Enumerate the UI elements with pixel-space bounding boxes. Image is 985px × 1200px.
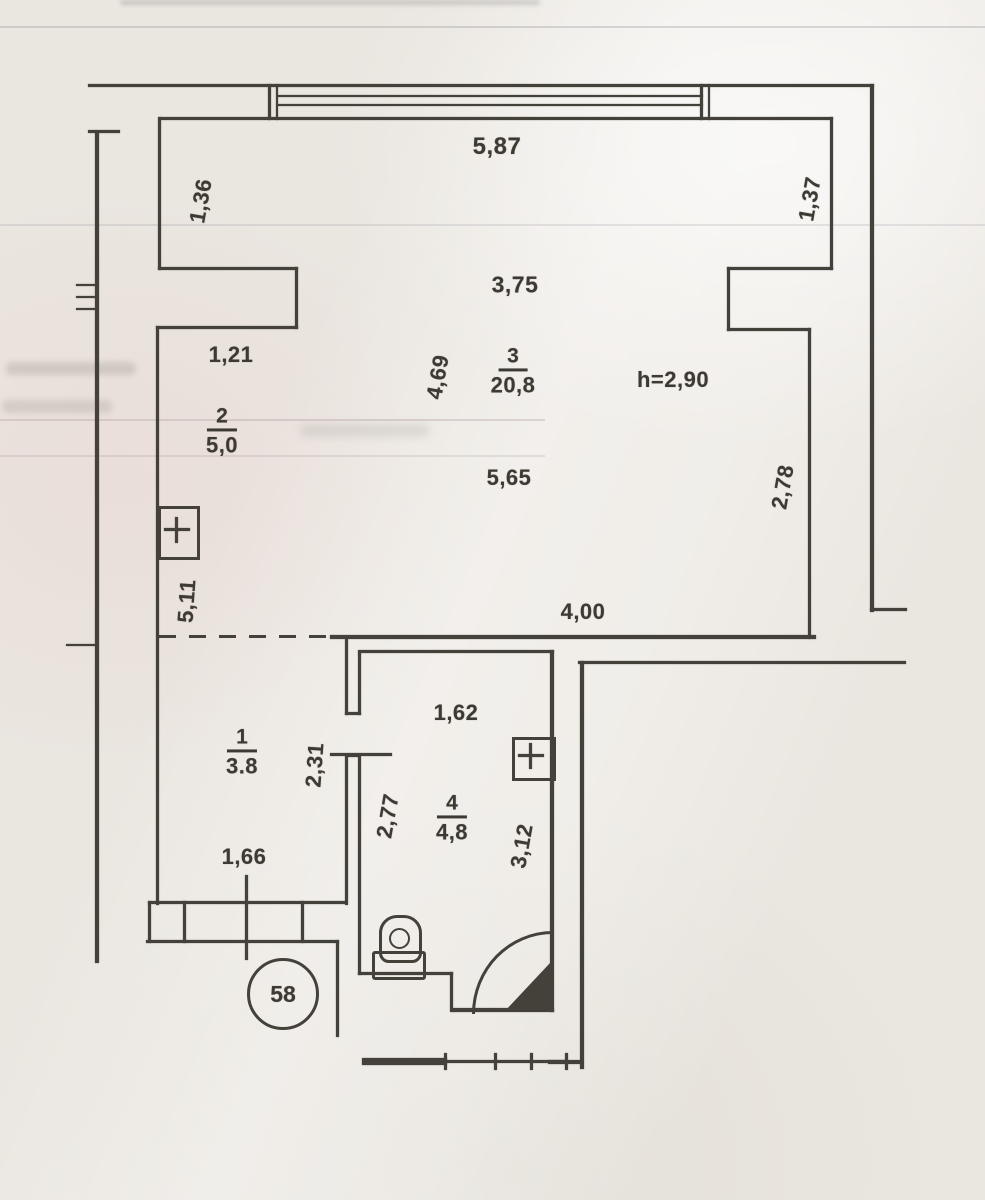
- entry-door-post: [301, 901, 304, 943]
- ceiling-height-label: h=2,90: [636, 367, 710, 392]
- wall-break-tick: [76, 284, 96, 286]
- room-3-area: 20,8: [490, 372, 536, 398]
- divider-wall: [345, 638, 348, 715]
- scan-streak: [0, 455, 545, 457]
- wall-top-outer: [88, 84, 874, 87]
- left-wall-hook: [88, 130, 120, 133]
- room4-right-wall: [550, 650, 554, 1012]
- room-4-area: 4,8: [435, 819, 469, 845]
- divider-wall: [358, 757, 361, 975]
- dimension-5-87: 5,87: [472, 133, 522, 160]
- ventilation-cross: [175, 517, 178, 543]
- window-post-left: [276, 84, 278, 120]
- room-1-number: 1: [227, 726, 257, 753]
- room-3-number: 3: [498, 345, 528, 372]
- balcony-window: [277, 104, 703, 106]
- balcony-step-right: [727, 267, 730, 331]
- dimension-1-37: 1,37: [793, 174, 826, 224]
- balcony-sill-left: [158, 267, 298, 270]
- room3-right-wall: [808, 328, 811, 639]
- scan-streak: [0, 419, 545, 421]
- dimension-1-66: 1,66: [221, 844, 267, 869]
- toilet-icon: [379, 915, 422, 963]
- room4-bottom-wall: [358, 972, 453, 975]
- toilet-icon: [372, 951, 426, 980]
- scan-streak: [0, 224, 985, 226]
- scan-smudge: [120, 0, 540, 5]
- entry-wall-connector: [148, 901, 151, 943]
- wall-break-tick: [76, 308, 96, 310]
- dimension-2-31: 2,31: [300, 741, 329, 789]
- room4-step-wall: [450, 972, 453, 1012]
- balcony-sill-right: [727, 267, 833, 270]
- dimension-1-36: 1,36: [184, 176, 217, 226]
- neighbor-top-wall: [578, 661, 906, 664]
- dimension-tick: [330, 753, 392, 756]
- stair-landing-edge: [362, 1058, 447, 1065]
- toilet-icon: [389, 928, 410, 949]
- door-jamb: [345, 712, 361, 715]
- room3-bottom-wall: [330, 635, 816, 639]
- balcony-step-left: [295, 267, 298, 329]
- entry-outer-wall: [146, 940, 339, 943]
- divider-wall: [358, 652, 361, 715]
- ventilation-shaft-icon: [158, 506, 200, 560]
- dimension-4-00: 4,00: [560, 599, 606, 624]
- ventilation-cross: [529, 743, 532, 769]
- dimension-2-77: 2,77: [371, 791, 404, 841]
- dashed-partition: [159, 635, 331, 638]
- balcony-right-wall: [830, 117, 833, 270]
- window-post-left: [268, 84, 271, 120]
- scan-streak: [0, 26, 985, 28]
- landing-wall: [336, 940, 339, 1037]
- dimension-1-62: 1,62: [433, 700, 479, 725]
- dimension-2-78: 2,78: [766, 462, 799, 512]
- apartment-number-badge: 58: [247, 958, 319, 1030]
- apartment-number: 58: [270, 980, 296, 1007]
- room2-left-wall: [156, 326, 159, 905]
- stair-tick: [530, 1053, 533, 1070]
- entry-door-leaf: [245, 875, 248, 960]
- balcony-left-wall: [158, 117, 161, 270]
- room-4-label: 4 4,8: [435, 792, 469, 845]
- window-post-right: [700, 84, 703, 120]
- left-outer-wall: [95, 131, 99, 963]
- room-2-label: 2 5,0: [205, 405, 239, 458]
- wall-break-tick: [66, 644, 96, 646]
- scan-smudge: [300, 424, 430, 437]
- room-1-area: 3.8: [225, 753, 259, 779]
- entry-door-post: [183, 901, 186, 943]
- neighbor-right-wall: [580, 661, 584, 1069]
- dimension-5-65: 5,65: [486, 465, 532, 490]
- balcony-window: [277, 95, 703, 97]
- stair-tick: [565, 1053, 568, 1070]
- room3-topright-wall: [727, 328, 811, 331]
- ventilation-shaft-icon: [512, 737, 556, 781]
- room-3-label: 3 20,8: [490, 345, 536, 398]
- stair-tick: [494, 1053, 497, 1070]
- divider-wall: [345, 757, 348, 905]
- right-outer-wall-foot: [870, 608, 907, 611]
- dimension-4-69: 4,69: [421, 352, 454, 402]
- wall-break-tick: [76, 296, 96, 298]
- room-4-number: 4: [437, 792, 467, 819]
- wall-top-inner: [159, 117, 833, 120]
- scan-smudge: [6, 362, 136, 375]
- room-2-number: 2: [207, 405, 237, 432]
- right-outer-wall: [870, 84, 874, 612]
- dimension-3-12: 3,12: [505, 821, 538, 871]
- dimension-3-75: 3,75: [491, 271, 539, 298]
- room-1-label: 1 3.8: [225, 726, 259, 779]
- dimension-5-11: 5,11: [172, 578, 201, 624]
- scan-smudge: [2, 400, 112, 413]
- window-post-right: [708, 84, 710, 120]
- dimension-1-21: 1,21: [208, 342, 254, 367]
- stair-landing-edge: [445, 1060, 568, 1063]
- room2-top-wall: [156, 326, 298, 329]
- room4-top-wall: [358, 650, 554, 653]
- room-2-area: 5,0: [205, 432, 239, 458]
- stair-tick: [444, 1053, 447, 1070]
